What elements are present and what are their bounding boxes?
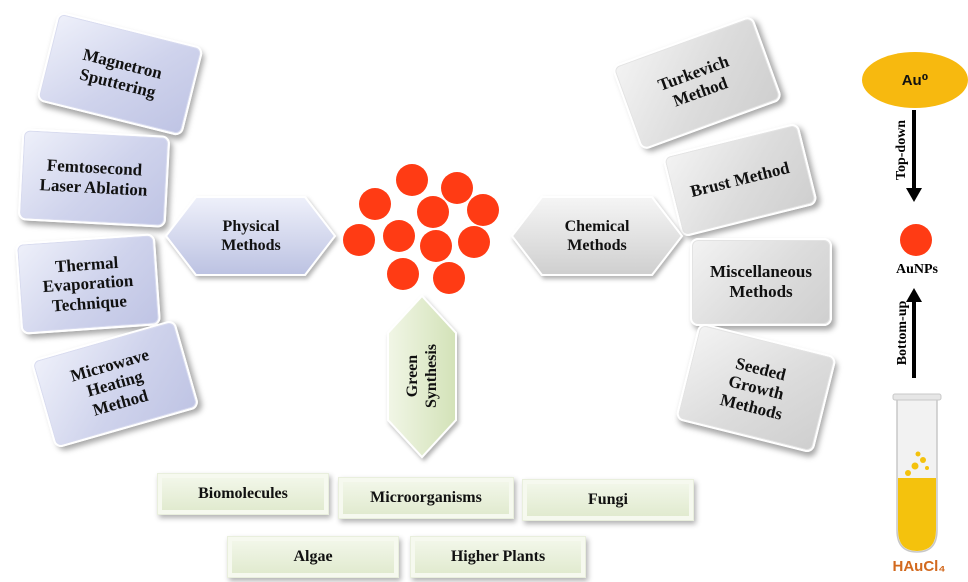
nanoparticle [396,164,428,196]
nanoparticle [467,194,499,226]
nanoparticle [420,230,452,262]
nanoparticle [383,220,415,252]
precursor-label: HAuCl₄ [892,558,946,575]
green-source-algae: Algae [227,536,399,578]
green-hexagon [387,294,457,459]
nanoparticle [441,172,473,204]
green-source-higher-plants: Higher Plants [410,536,586,578]
green-synthesis-label: Green Synthesis [403,343,440,409]
aunp-particle [900,224,932,256]
nanoparticle [343,224,375,256]
chemical-method-miscellaneous: Miscellaneous Methods [690,238,832,326]
bottom-up-label: Bottom-up [895,300,910,366]
aunps-label: AuNPs [895,262,938,277]
au-ellipse: Au⁰ [862,52,968,108]
nanoparticle [433,262,465,294]
green-source-microorganisms: Microorganisms [338,477,514,519]
test-tube [892,393,942,553]
physical-hexagon [164,196,337,276]
nanoparticle [387,258,419,290]
green-source-biomolecules: Biomolecules [157,473,329,515]
nanoparticle [458,226,490,258]
chemical-methods-label: Chemical Methods [564,217,630,254]
nanoparticle [359,188,391,220]
chemical-hexagon [510,196,684,276]
bottom-up-arrowhead [906,288,922,302]
green-source-fungi: Fungi [522,479,694,521]
physical-methods-label: Physical Methods [221,217,281,254]
top-down-arrowhead [906,188,922,202]
top-down-label: Top-down [894,119,909,181]
nanoparticle [417,196,449,228]
au-label: Au⁰ [901,72,929,89]
